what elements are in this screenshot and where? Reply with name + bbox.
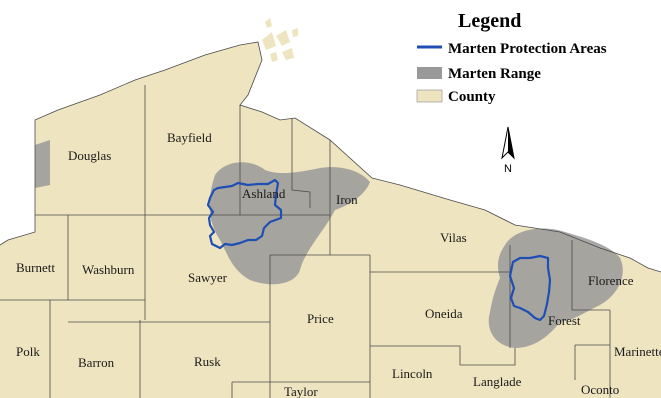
- border-lincoln-langlade: [370, 345, 461, 365]
- county-label-rusk: Rusk: [194, 354, 221, 369]
- county-label-oneida: Oneida: [425, 306, 463, 321]
- marten-range-douglas: [35, 140, 50, 188]
- legend-swatch-county: [416, 89, 443, 103]
- protection-area-nicolet: [508, 254, 552, 322]
- county-label-oconto: Oconto: [581, 382, 619, 397]
- island-3: [276, 30, 290, 46]
- county-label-washburn: Washburn: [82, 262, 135, 277]
- county-borders: [0, 41, 661, 398]
- county-label-barron: Barron: [78, 355, 115, 370]
- county-label-bayfield: Bayfield: [167, 130, 212, 145]
- legend-title: Legend: [458, 10, 521, 32]
- legend-label-county: County: [448, 89, 496, 105]
- legend-label-range: Marten Range: [448, 66, 541, 82]
- north-arrow-half-icon: [508, 127, 514, 158]
- legend: Legend Marten Protection Areas Marten Ra…: [416, 10, 607, 105]
- border-langlade-north: [460, 348, 516, 366]
- county-label-forest: Forest: [548, 313, 581, 328]
- county-label-burnett: Burnett: [16, 260, 55, 275]
- legend-swatch-range: [417, 67, 442, 79]
- county-label-ashland: Ashland: [242, 186, 286, 201]
- county-label-marinette: Marinette: [614, 344, 661, 359]
- county-label-langlade: Langlade: [473, 374, 522, 389]
- legend-label-protection: Marten Protection Areas: [448, 41, 607, 57]
- island-6: [292, 28, 298, 37]
- county-label-sawyer: Sawyer: [188, 270, 228, 285]
- border-forest-florence: [571, 240, 610, 311]
- north-label: N: [504, 163, 512, 175]
- border-ashland-iron: [291, 118, 311, 208]
- county-label-vilas: Vilas: [440, 230, 467, 245]
- county-label-douglas: Douglas: [68, 148, 111, 163]
- island-4: [282, 48, 294, 60]
- county-label-price: Price: [307, 311, 334, 326]
- county-labels: Douglas Bayfield Ashland Iron Vilas Flor…: [16, 130, 661, 398]
- county-label-taylor: Taylor: [284, 384, 318, 398]
- coastline: [0, 41, 661, 273]
- island-1: [262, 32, 276, 50]
- island-2: [265, 18, 272, 28]
- island-5: [270, 52, 278, 62]
- county-label-iron: Iron: [336, 192, 358, 207]
- protection-area-chequamegon: [206, 178, 283, 250]
- county-label-lincoln: Lincoln: [392, 366, 433, 381]
- county-label-polk: Polk: [16, 344, 40, 359]
- county-label-florence: Florence: [588, 273, 634, 288]
- north-arrow: N: [501, 126, 515, 175]
- protection-areas-layer: [206, 178, 552, 322]
